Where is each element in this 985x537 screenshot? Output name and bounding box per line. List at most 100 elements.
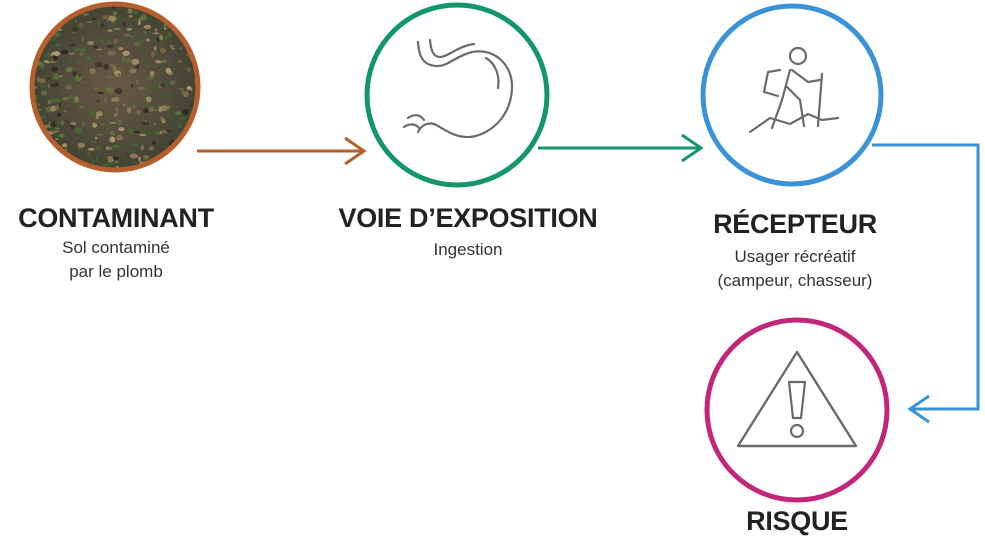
soil-speck — [56, 32, 61, 36]
soil-speck — [48, 146, 53, 150]
soil-speck — [131, 149, 135, 153]
soil-speck — [148, 146, 155, 151]
soil-speck — [44, 147, 50, 151]
soil-speck — [35, 138, 40, 144]
soil-speck — [54, 127, 60, 130]
soil-speck — [37, 103, 40, 107]
soil-speck — [154, 45, 157, 52]
arrow-recepteur-to-risque — [872, 143, 980, 424]
subtitle-line: Sol contaminé — [62, 238, 170, 257]
soil-speck — [127, 127, 134, 134]
soil-speck — [124, 37, 131, 43]
soil-speck — [47, 14, 55, 17]
soil-speck — [192, 33, 196, 35]
soil-speck — [155, 59, 161, 64]
soil-speck — [43, 60, 49, 63]
soil-speck — [183, 159, 187, 165]
subtitle-line: Ingestion — [433, 240, 503, 259]
soil-speck — [61, 143, 68, 148]
soil-speck — [189, 137, 192, 143]
soil-speck — [115, 160, 119, 164]
soil-speck — [179, 47, 183, 50]
soil-speck — [129, 35, 136, 38]
soil-speck — [96, 99, 100, 103]
soil-speck — [109, 136, 116, 143]
soil-speck — [49, 83, 57, 88]
soil-speck — [68, 52, 76, 55]
soil-speck — [116, 119, 123, 126]
soil-speck — [54, 82, 59, 87]
soil-speck — [35, 13, 39, 20]
soil-speck — [109, 64, 116, 67]
soil-speck — [33, 126, 38, 132]
soil-speck — [161, 148, 164, 150]
soil-speck — [116, 135, 124, 141]
soil-speck — [56, 151, 60, 157]
soil-speck — [36, 36, 41, 44]
soil-speck — [33, 164, 38, 167]
soil-speck — [124, 84, 128, 86]
soil-speck — [61, 89, 64, 92]
voie-node — [364, 2, 550, 188]
warning-icon — [736, 350, 858, 448]
soil-speck — [92, 122, 97, 128]
soil-speck — [145, 96, 152, 103]
soil-speck — [150, 73, 154, 77]
soil-speck — [160, 116, 164, 122]
soil-speck — [165, 104, 171, 111]
soil-speck — [172, 7, 175, 14]
subtitle-line: Usager récréatif — [734, 247, 856, 266]
soil-speck — [56, 129, 60, 133]
soil-speck — [112, 144, 121, 148]
soil-speck — [107, 40, 112, 45]
soil-speck — [129, 68, 137, 74]
soil-speck — [41, 90, 48, 96]
soil-speck — [136, 109, 141, 116]
arrow-contaminant-to-voie — [197, 136, 367, 166]
soil-speck — [103, 63, 109, 70]
soil-speck — [108, 15, 117, 22]
soil-speck — [49, 155, 55, 160]
soil-speck — [174, 111, 182, 116]
soil-speck — [190, 18, 195, 21]
soil-speck — [169, 159, 175, 164]
soil-speck — [189, 103, 194, 107]
soil-speck — [179, 20, 184, 24]
soil-speck — [37, 13, 46, 18]
soil-speck — [51, 76, 54, 79]
soil-speck — [157, 7, 162, 12]
soil-speck — [106, 75, 110, 79]
soil-speck — [97, 19, 100, 26]
soil-speck — [59, 102, 62, 107]
soil-speck — [40, 149, 47, 152]
soil-speck — [36, 35, 45, 38]
soil-speck — [74, 96, 79, 103]
soil-speck — [191, 150, 195, 153]
soil-speck — [169, 80, 176, 85]
soil-speck — [116, 43, 119, 46]
subtitle-voie: Ingestion — [318, 238, 618, 262]
soil-speck — [60, 119, 64, 126]
subtitle-line: par le plomb — [69, 262, 163, 281]
soil-speck — [143, 108, 149, 114]
soil-speck — [42, 55, 48, 59]
soil-speck — [53, 73, 60, 80]
soil-speck — [152, 123, 157, 126]
soil-speck — [54, 98, 60, 102]
soil-speck — [84, 56, 92, 61]
soil-speck — [177, 157, 182, 164]
soil-speck — [56, 5, 61, 9]
soil-speck — [51, 130, 57, 134]
soil-speck — [126, 27, 132, 31]
soil-speck — [62, 5, 65, 8]
soil-speck — [68, 61, 75, 65]
subtitle-contaminant: Sol contaminé par le plomb — [0, 236, 232, 284]
soil-speck — [134, 18, 139, 21]
soil-speck — [91, 140, 97, 143]
soil-speck — [147, 165, 154, 168]
subtitle-line: (campeur, chasseur) — [717, 271, 873, 290]
soil-speck — [144, 155, 150, 160]
soil-speck — [35, 29, 40, 36]
soil-speck — [50, 150, 57, 155]
soil-speck — [115, 15, 123, 19]
